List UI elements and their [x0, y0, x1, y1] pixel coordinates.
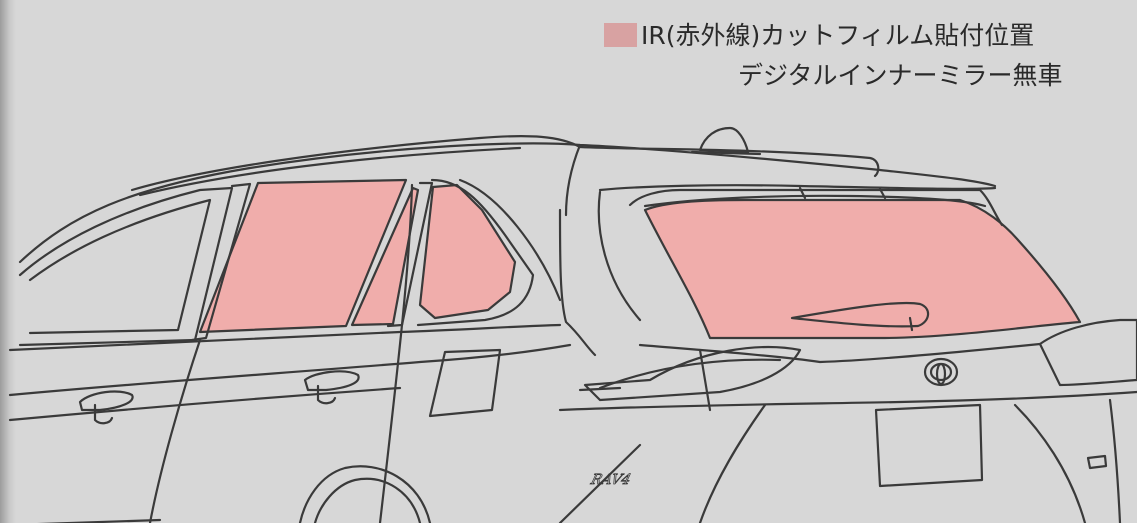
c-pillar-rear-edge: [564, 143, 582, 217]
quarter-window-frame: [416, 178, 535, 327]
film-rear-door-window: [198, 178, 408, 334]
legend-line-2: デジタルインナーミラー無車: [738, 61, 1063, 90]
toyota-emblem-icon: [923, 357, 959, 387]
film-quarter-window: [418, 183, 517, 320]
c-pillar: [386, 181, 434, 328]
roof-rail-rear: [578, 145, 880, 178]
door-handle-front: [78, 390, 134, 425]
roof-rail-lower: [138, 146, 522, 197]
hatch-crease: [638, 342, 1042, 364]
bumper-diagonal-right: [1108, 398, 1122, 523]
door-handle-rear: [303, 370, 360, 405]
film-pillar-window: [350, 186, 420, 327]
fuel-door: [428, 348, 502, 418]
hatch-upper-outline: [628, 188, 1004, 227]
belt-line: [8, 323, 562, 352]
license-plate: [874, 403, 984, 488]
side-mirror-like-line: [578, 386, 622, 392]
rear-spoiler: [598, 184, 997, 192]
rear-bumper-top: [558, 390, 1137, 412]
legend-vehicle-condition: デジタルインナーミラー無車: [738, 60, 1137, 92]
spoiler-lower: [643, 194, 987, 208]
rear-wiper: [790, 301, 930, 332]
rear-wheel-arch-inner: [313, 477, 422, 523]
front-window-frame: [18, 186, 234, 347]
front-window-inner: [28, 198, 212, 335]
left-edge-shadow: [0, 0, 16, 523]
rear-door-shut-line: [378, 183, 414, 523]
film-rear-windshield: [643, 198, 1082, 340]
rear-light-left-inner: [598, 358, 782, 390]
legend-line-1: IR(赤外線)カットフィルム貼付位置: [641, 21, 1035, 50]
rear-light-inner-line: [698, 348, 712, 412]
rav4-badge: RAV4: [588, 472, 632, 488]
rear-corner-line: [597, 190, 642, 322]
rear-light-right: [1038, 318, 1137, 387]
roof-rail: [130, 135, 582, 192]
d-pillar: [458, 178, 562, 302]
b-pillar: [190, 182, 252, 342]
rear-wheel-arch: [298, 465, 432, 523]
body-crease: [8, 343, 572, 397]
bumper-diagonal-left: [558, 443, 642, 523]
legend-film-position: IR(赤外線)カットフィルム貼付位置: [604, 20, 1137, 52]
shoulder-line: [558, 208, 597, 357]
front-door-shut-line: [148, 338, 202, 523]
roof-line: [18, 142, 997, 264]
rear-reflector: [1086, 454, 1108, 470]
hatch-lower-left: [698, 403, 767, 523]
body-lower-crease: [8, 386, 402, 422]
antenna-base: [690, 150, 762, 156]
legend-swatch: [604, 23, 637, 47]
shark-fin-antenna: [698, 126, 750, 154]
hatch-lower-right: [1013, 403, 1087, 523]
rear-light-left: [583, 345, 802, 402]
